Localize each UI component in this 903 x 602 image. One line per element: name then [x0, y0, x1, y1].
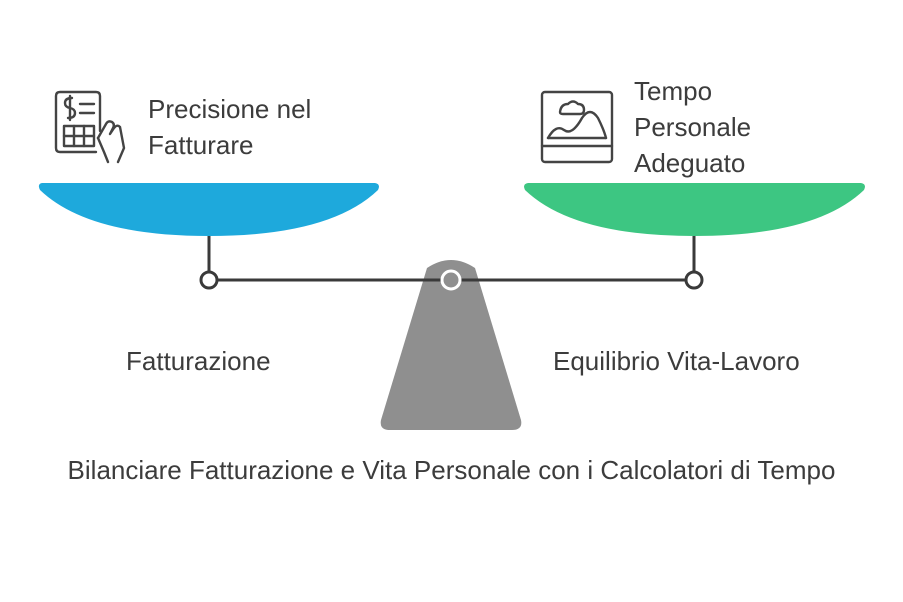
left-joint: [199, 270, 219, 290]
right-title-line: Adeguato: [634, 148, 746, 178]
left-pan: [38, 183, 379, 236]
left-title-line: Precisione nel: [148, 94, 312, 124]
right-title-line: Tempo: [634, 76, 713, 106]
right-title: Tempo Personale Adeguato: [634, 73, 751, 181]
landscape-picture-icon: [540, 90, 614, 164]
pivot: [440, 269, 462, 291]
right-title-line: Personale: [634, 112, 752, 142]
diagram-title: Bilanciare Fatturazione e Vita Personale…: [67, 455, 836, 485]
left-caption: Fatturazione: [126, 346, 271, 376]
right-joint: [684, 270, 704, 290]
fulcrum: [380, 260, 522, 430]
left-title-line: Fatturare: [148, 130, 254, 160]
right-caption: Equilibrio Vita-Lavoro: [553, 346, 800, 376]
left-title: Precisione nel Fatturare: [148, 91, 311, 163]
right-pan: [524, 183, 865, 236]
invoice-calculator-icon: [54, 90, 126, 164]
